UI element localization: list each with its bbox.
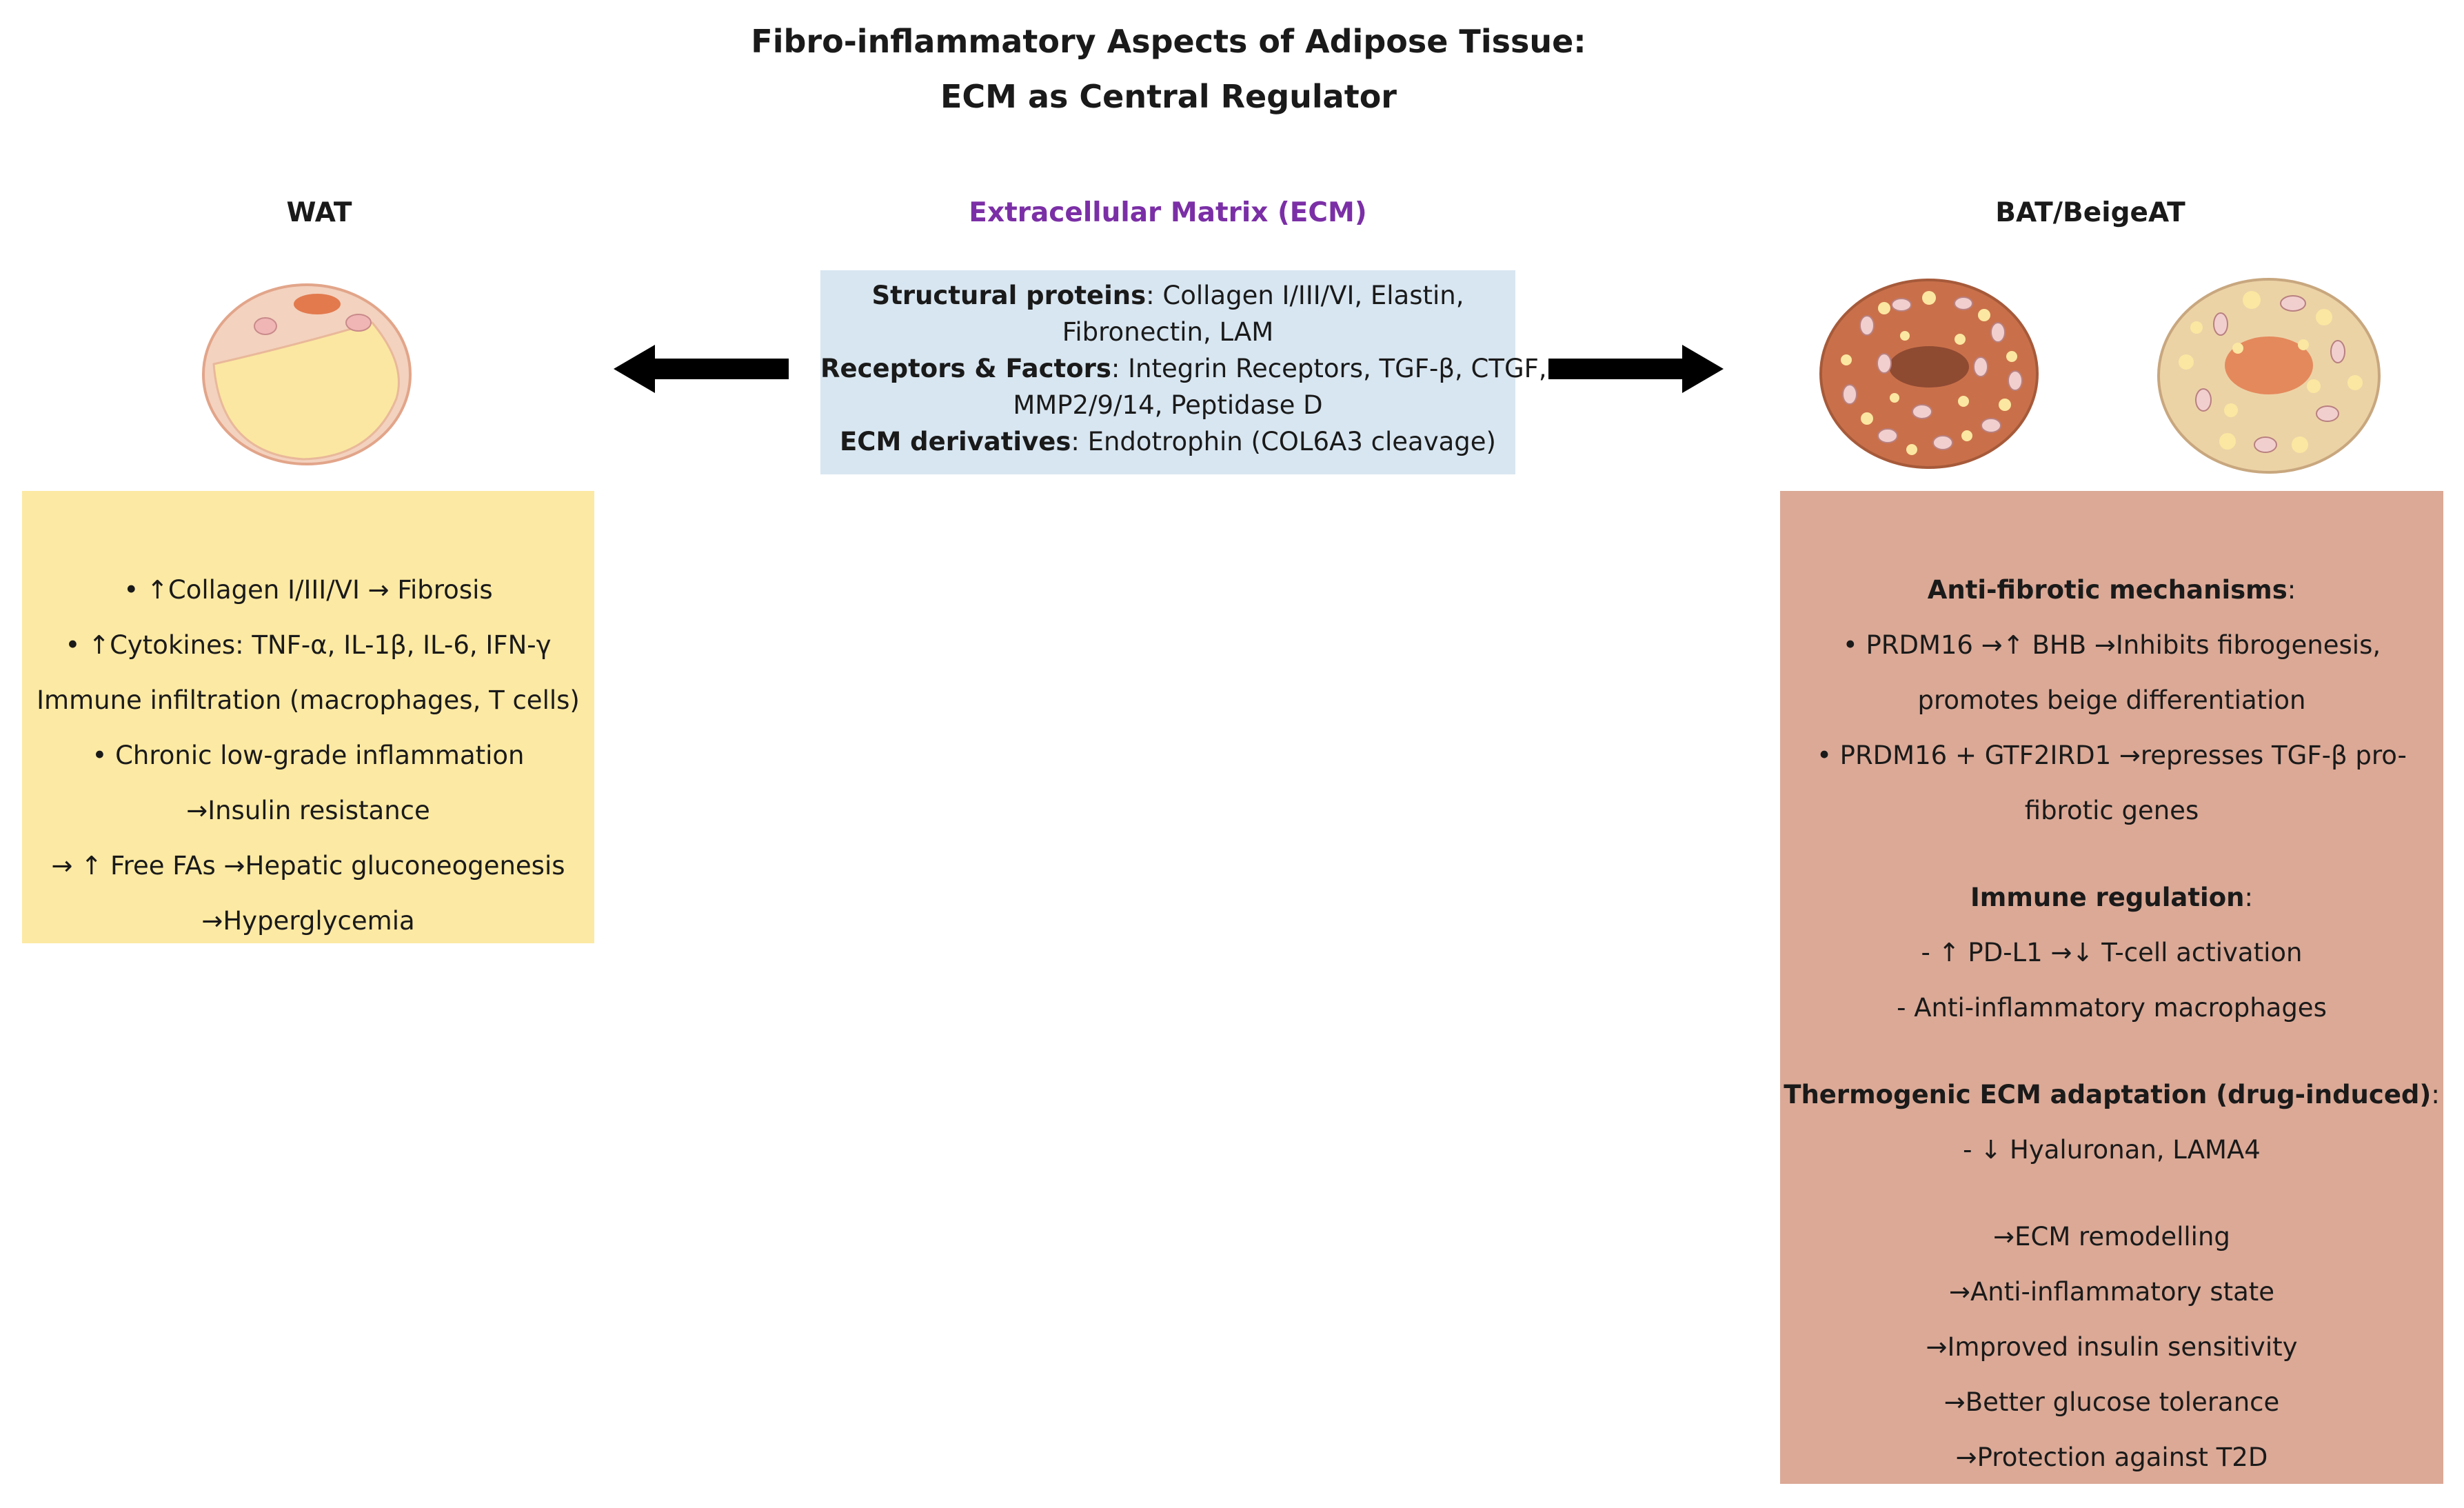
immune-line: - Anti-inflammatory macrophages [1897,993,2327,1023]
wat-line: • Chronic low-grade inflammation [92,741,525,770]
wat-heading: WAT [286,197,352,228]
diagram-title: Fibro-inflammatory Aspects of Adipose Ti… [0,14,2337,124]
wat-line: →Hyperglycemia [201,906,415,936]
ecm-structural-line: Structural proteins: Collagen I/III/VI, … [820,277,1515,314]
thermo-heading: Thermogenic ECM adaptation (drug-induced… [1784,1080,2440,1109]
immune-heading: Immune regulation: [1970,883,2253,912]
wat-line: • ↑Cytokines: TNF-α, IL-1β, IL-6, IFN-γ [65,630,552,660]
thermo-label: Thermogenic ECM adaptation (drug-induced… [1784,1080,2432,1109]
wat-line: → ↑ Free FAs →Hepatic gluconeogenesis [51,851,565,881]
structural-text: : Collagen I/III/VI, Elastin, [1146,281,1464,310]
bat-heading: BAT/BeigeAT [1995,197,2185,228]
wat-line: • ↑Collagen I/III/VI → Fibrosis [123,575,493,605]
right-arrow [1548,345,1724,393]
brown-adipocyte-illustration [1819,279,2039,469]
antifibrotic-label: Anti-fibrotic mechanisms [1927,575,2288,605]
derivatives-text: : Endotrophin (COL6A3 cleavage) [1071,427,1496,456]
antifibrotic-line: • PRDM16 →↑ BHB →Inhibits fibrogenesis, [1842,630,2381,660]
ecm-heading: Extracellular Matrix (ECM) [969,197,1367,228]
wat-effects-box: • ↑Collagen I/III/VI → Fibrosis • ↑Cytok… [22,491,594,943]
antifibrotic-line: promotes beige differentiation [1917,685,2306,715]
ecm-structural-line-2: Fibronectin, LAM [1062,317,1274,347]
outcome-line: →Improved insulin sensitivity [1926,1332,2298,1362]
immune-line: - ↑ PD-L1 →↓ T-cell activation [1921,938,2303,967]
ecm-receptors-line: Receptors & Factors: Integrin Receptors,… [820,350,1547,387]
title-line-1: Fibro-inflammatory Aspects of Adipose Ti… [751,23,1586,60]
ecm-components-box: Structural proteins: Collagen I/III/VI, … [820,270,1547,474]
antifibrotic-line: fibrotic genes [2024,796,2199,825]
structural-label: Structural proteins [871,281,1147,310]
ecm-derivatives-line: ECM derivatives: Endotrophin (COL6A3 cle… [820,423,1515,460]
wat-line: →Insulin resistance [186,796,430,825]
wat-line: Immune infiltration (macrophages, T cell… [37,685,580,715]
left-arrow [614,345,789,393]
outcome-line: →Protection against T2D [1955,1442,2268,1472]
derivatives-label: ECM derivatives [840,427,1071,456]
ecm-receptors-line-2: MMP2/9/14, Peptidase D [1013,390,1323,420]
bat-effects-box: Anti-fibrotic mechanisms: • PRDM16 →↑ BH… [1780,491,2443,1484]
outcome-line: →Better glucose tolerance [1943,1387,2280,1417]
thermo-line: - ↓ Hyaluronan, LAMA4 [1963,1135,2261,1165]
title-line-2: ECM as Central Regulator [940,78,1397,115]
receptors-label: Receptors & Factors [820,354,1111,383]
antifibrotic-heading: Anti-fibrotic mechanisms: [1927,575,2296,605]
antifibrotic-line: • PRDM16 + GTF2IRD1 →represses TGF-β pro… [1817,741,2407,770]
immune-label: Immune regulation [1970,883,2245,912]
outcome-line: →ECM remodelling [1993,1222,2230,1251]
outcome-line: →Anti-inflammatory state [1948,1277,2275,1307]
beige-adipocyte-illustration [2157,278,2381,474]
receptors-text: : Integrin Receptors, TGF-β, CTGF, [1111,354,1547,383]
white-adipocyte-illustration [202,283,412,465]
